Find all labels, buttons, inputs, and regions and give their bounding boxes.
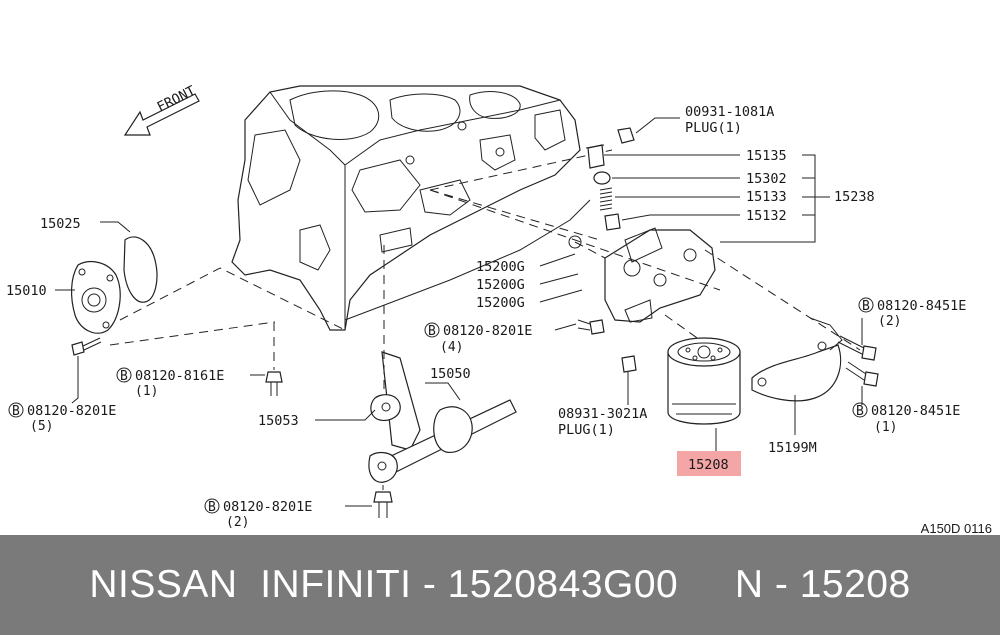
engine-block [231, 85, 591, 331]
bolt-08120-8201E-left-icon [71, 337, 102, 356]
bolt-08120-8201E-bottom-icon [373, 491, 393, 518]
qty-1: (1) [135, 384, 158, 399]
label-15200G-2: 15200G [476, 277, 525, 293]
label-15132: 15132 [746, 208, 787, 224]
bolt-08120-8451E-upper-icon [837, 335, 877, 361]
plug-08931-3021A-icon [621, 355, 637, 373]
bolt-mark-icon: B [428, 324, 436, 339]
qty-1-right: (1) [874, 420, 897, 435]
front-label: FRONT [155, 83, 198, 116]
label-15199M: 15199M [768, 440, 817, 456]
bolt-08120-8161E-icon [265, 371, 283, 396]
label-08120-8201E-5: 08120-8201E [27, 403, 116, 419]
bolt-mark-icon: B [120, 369, 128, 384]
label-15200G-3: 15200G [476, 295, 525, 311]
label-15208: 15208 [688, 457, 729, 473]
diagram-code: A150D 0116 [920, 521, 992, 536]
qty-4: (4) [440, 340, 463, 355]
plug-00931-1081A-icon [617, 127, 635, 144]
bolt-08120-8451E-lower-icon [845, 361, 879, 387]
filter-bracket-part [604, 227, 716, 323]
label-15133: 15133 [746, 189, 787, 205]
label-plug-1-lower: PLUG(1) [558, 422, 615, 438]
relief-valve-spring-part [599, 187, 613, 211]
front-arrow-icon [123, 93, 200, 136]
label-15302: 15302 [746, 171, 787, 187]
footer-title: NISSAN INFINITI - 1520843G00 N - 15208 [89, 563, 911, 606]
bolt-mark-icon: B [12, 404, 20, 419]
part-15208-highlight [677, 451, 741, 476]
bolt-mark-icon: B [208, 500, 216, 515]
oil-pump-part [71, 261, 121, 334]
label-15010: 15010 [6, 283, 47, 299]
oil-strainer-part [368, 351, 517, 483]
label-15200G-1: 15200G [476, 259, 525, 275]
oil-pump-gasket-part [123, 236, 158, 303]
label-15053: 15053 [258, 413, 299, 429]
label-15050: 15050 [430, 366, 471, 382]
label-08120-8201E-4: 08120-8201E [443, 323, 532, 339]
label-08120-8161E: 08120-8161E [135, 368, 224, 384]
qty-5: (5) [30, 419, 53, 434]
footer-bar: NISSAN INFINITI - 1520843G00 N - 15208 [0, 535, 1000, 635]
label-08931-3021A: 08931-3021A [558, 406, 647, 422]
label-00931-1081A: 00931-1081A [685, 104, 774, 120]
label-08120-8451E-lower: 08120-8451E [871, 403, 960, 419]
strainer-gasket-part [370, 394, 401, 421]
bolt-mark-icon: B [862, 299, 870, 314]
label-15025: 15025 [40, 216, 81, 232]
label-08120-8451E-upper: 08120-8451E [877, 298, 966, 314]
relief-valve-washer-part [593, 171, 611, 185]
bolt-mark-icon: B [856, 404, 864, 419]
label-15135: 15135 [746, 148, 787, 164]
oil-filter-part [667, 337, 741, 425]
qty-2-right: (2) [878, 314, 901, 329]
qty-2: (2) [226, 515, 249, 530]
label-plug-1-upper: PLUG(1) [685, 120, 742, 136]
relief-valve-part [604, 213, 621, 231]
label-08120-8201E-2: 08120-8201E [223, 499, 312, 515]
bolt-08120-8201E-bracket-icon [577, 319, 605, 335]
relief-valve-plug-part [585, 144, 605, 169]
label-15238: 15238 [834, 189, 875, 205]
filter-support-bracket-part [751, 317, 843, 402]
exploded-parts-diagram: FRONT [6, 83, 966, 530]
